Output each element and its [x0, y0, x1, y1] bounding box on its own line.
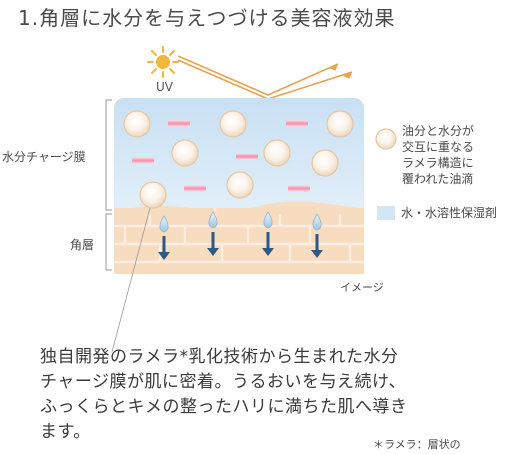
description-line: 独自開発のラメラ*乳化技術から生まれた水分 [40, 347, 399, 367]
legend-oil-droplet-icon [375, 128, 397, 150]
description-line: ふっくらとキメの整ったハリに満ちた肌へ導き [40, 397, 408, 417]
uv-reflection-arrows [177, 55, 353, 100]
pointer-line [111, 207, 151, 353]
legend-line: 交互に重なる [402, 140, 475, 154]
footnote: ＊ラメラ：層状の [373, 438, 461, 451]
legend-oil-droplet-text: 油分と水分が 交互に重なる ラメラ構造に 覆われた油滴 [402, 123, 474, 187]
legend-line: 油分と水分が [402, 124, 475, 138]
oil-droplets [123, 110, 354, 209]
legend-line: ラメラ構造に [402, 156, 474, 170]
description-line: ます。 [40, 422, 91, 442]
stratum-corneum-label: 角層 [70, 238, 95, 252]
stratum-corneum-layer [114, 201, 365, 274]
uv-label: UV [156, 80, 173, 94]
description-line: チャージ膜が肌に密着。うるおいを与え続け、 [40, 372, 407, 392]
layer-brackets [105, 99, 112, 271]
image-note-label: イメージ [340, 281, 384, 294]
lamellar-bars [132, 120, 310, 192]
legend-water-swatch-icon [377, 206, 395, 220]
description-text: 独自開発のラメラ*乳化技術から生まれた水分 チャージ膜が肌に密着。うるおいを与え… [40, 345, 408, 445]
moisture-film-label: 水分チャージ膜 [2, 150, 86, 164]
legend-water-text: 水・水溶性保湿剤 [401, 206, 498, 220]
legend-line: 覆われた油滴 [402, 172, 474, 186]
sun-icon [147, 46, 179, 78]
page-title: 1.角層に水分を与えつづける美容液効果 [18, 6, 396, 30]
penetration-arrows [158, 211, 323, 260]
